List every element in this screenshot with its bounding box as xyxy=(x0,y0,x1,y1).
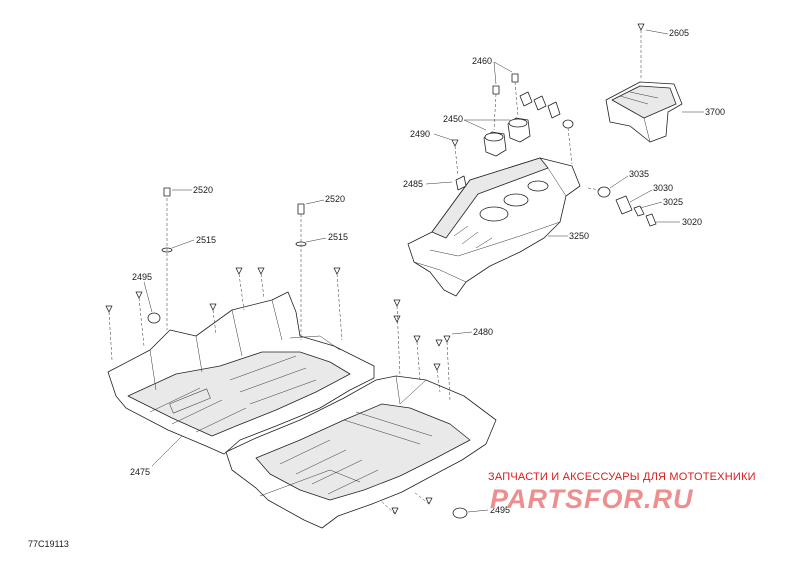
cup-holders xyxy=(483,117,531,157)
callout-2520-left: 2520 xyxy=(193,185,213,195)
callout-2460: 2460 xyxy=(472,56,492,66)
callout-2515-left: 2515 xyxy=(196,235,216,245)
callout-2480: 2480 xyxy=(473,327,493,337)
callout-2495-upper: 2495 xyxy=(132,272,152,282)
callout-3250: 3250 xyxy=(569,231,589,241)
right-floor-panel xyxy=(225,375,497,529)
alignment-lines xyxy=(108,30,642,515)
callout-3030: 3030 xyxy=(653,183,673,193)
callout-3020: 3020 xyxy=(682,217,702,227)
diagram-reference-code: 77C19113 xyxy=(28,539,69,549)
callout-3035: 3035 xyxy=(629,169,649,179)
callout-2490: 2490 xyxy=(410,129,430,139)
callout-3025: 3025 xyxy=(663,197,683,207)
floor-fasteners xyxy=(105,187,468,519)
console-lid xyxy=(605,81,683,143)
center-console xyxy=(407,157,581,297)
callout-2485: 2485 xyxy=(403,179,423,189)
console-hardware xyxy=(451,23,657,227)
callout-labels: 2605 2460 3700 2450 2490 3035 2485 3030 … xyxy=(130,28,725,515)
callout-2450: 2450 xyxy=(443,114,463,124)
leader-lines xyxy=(143,29,704,513)
callout-2605: 2605 xyxy=(669,28,689,38)
callout-2495-lower: 2495 xyxy=(490,505,510,515)
left-floor-panel xyxy=(107,291,375,455)
watermark-tagline: ЗАПЧАСТИ И АКСЕССУАРЫ ДЛЯ МОТОТЕХНИКИ xyxy=(488,471,756,483)
callout-2475: 2475 xyxy=(130,467,150,477)
watermark-logo: PARTSFOR.RU xyxy=(490,484,694,514)
callout-3700: 3700 xyxy=(705,107,725,117)
callout-2515-right: 2515 xyxy=(328,232,348,242)
callout-2520-right: 2520 xyxy=(325,194,345,204)
